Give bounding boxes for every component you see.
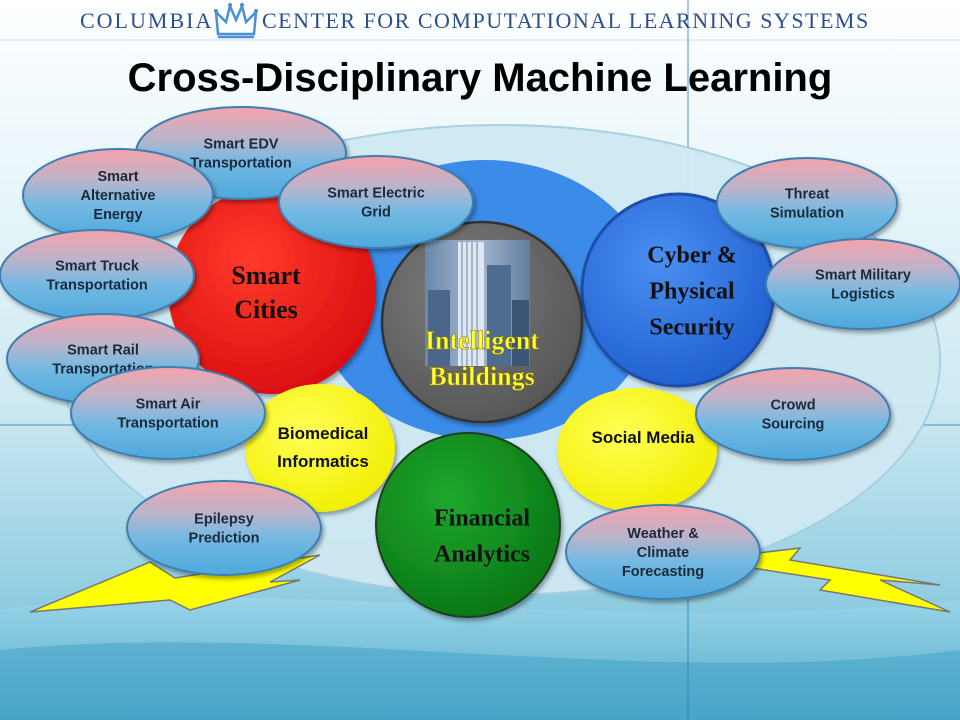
header-center-text: CENTER FOR COMPUTATIONAL LEARNING SYSTEM… <box>262 8 870 33</box>
social-media-circle <box>557 388 717 512</box>
smart-air-transportation-bubble-shape <box>70 366 266 460</box>
epilepsy-prediction-bubble-shape <box>126 480 322 576</box>
threat-simulation-bubble-shape <box>716 157 898 249</box>
social-media-label: Social Media <box>592 428 696 447</box>
building-photo <box>425 240 530 366</box>
weather-climate-forecasting-bubble-shape <box>565 504 761 600</box>
smart-electric-grid-bubble-shape <box>278 155 474 249</box>
header-columbia-text: COLUMBIA <box>80 8 214 33</box>
header-bar: COLUMBIA CENTER FOR COMPUTATIONAL LEARNI… <box>0 0 960 48</box>
crowd-sourcing-bubble-shape <box>695 367 891 461</box>
crown-icon <box>214 2 258 39</box>
lightning-bolt-right-icon <box>699 547 951 613</box>
smart-truck-transportation-bubble-shape <box>0 229 195 321</box>
biomedical-circle <box>245 384 395 512</box>
smart-military-logistics-bubble-shape <box>765 238 960 330</box>
financial-analytics-circle <box>375 432 561 618</box>
page-title: Cross-Disciplinary Machine Learning <box>127 56 833 100</box>
